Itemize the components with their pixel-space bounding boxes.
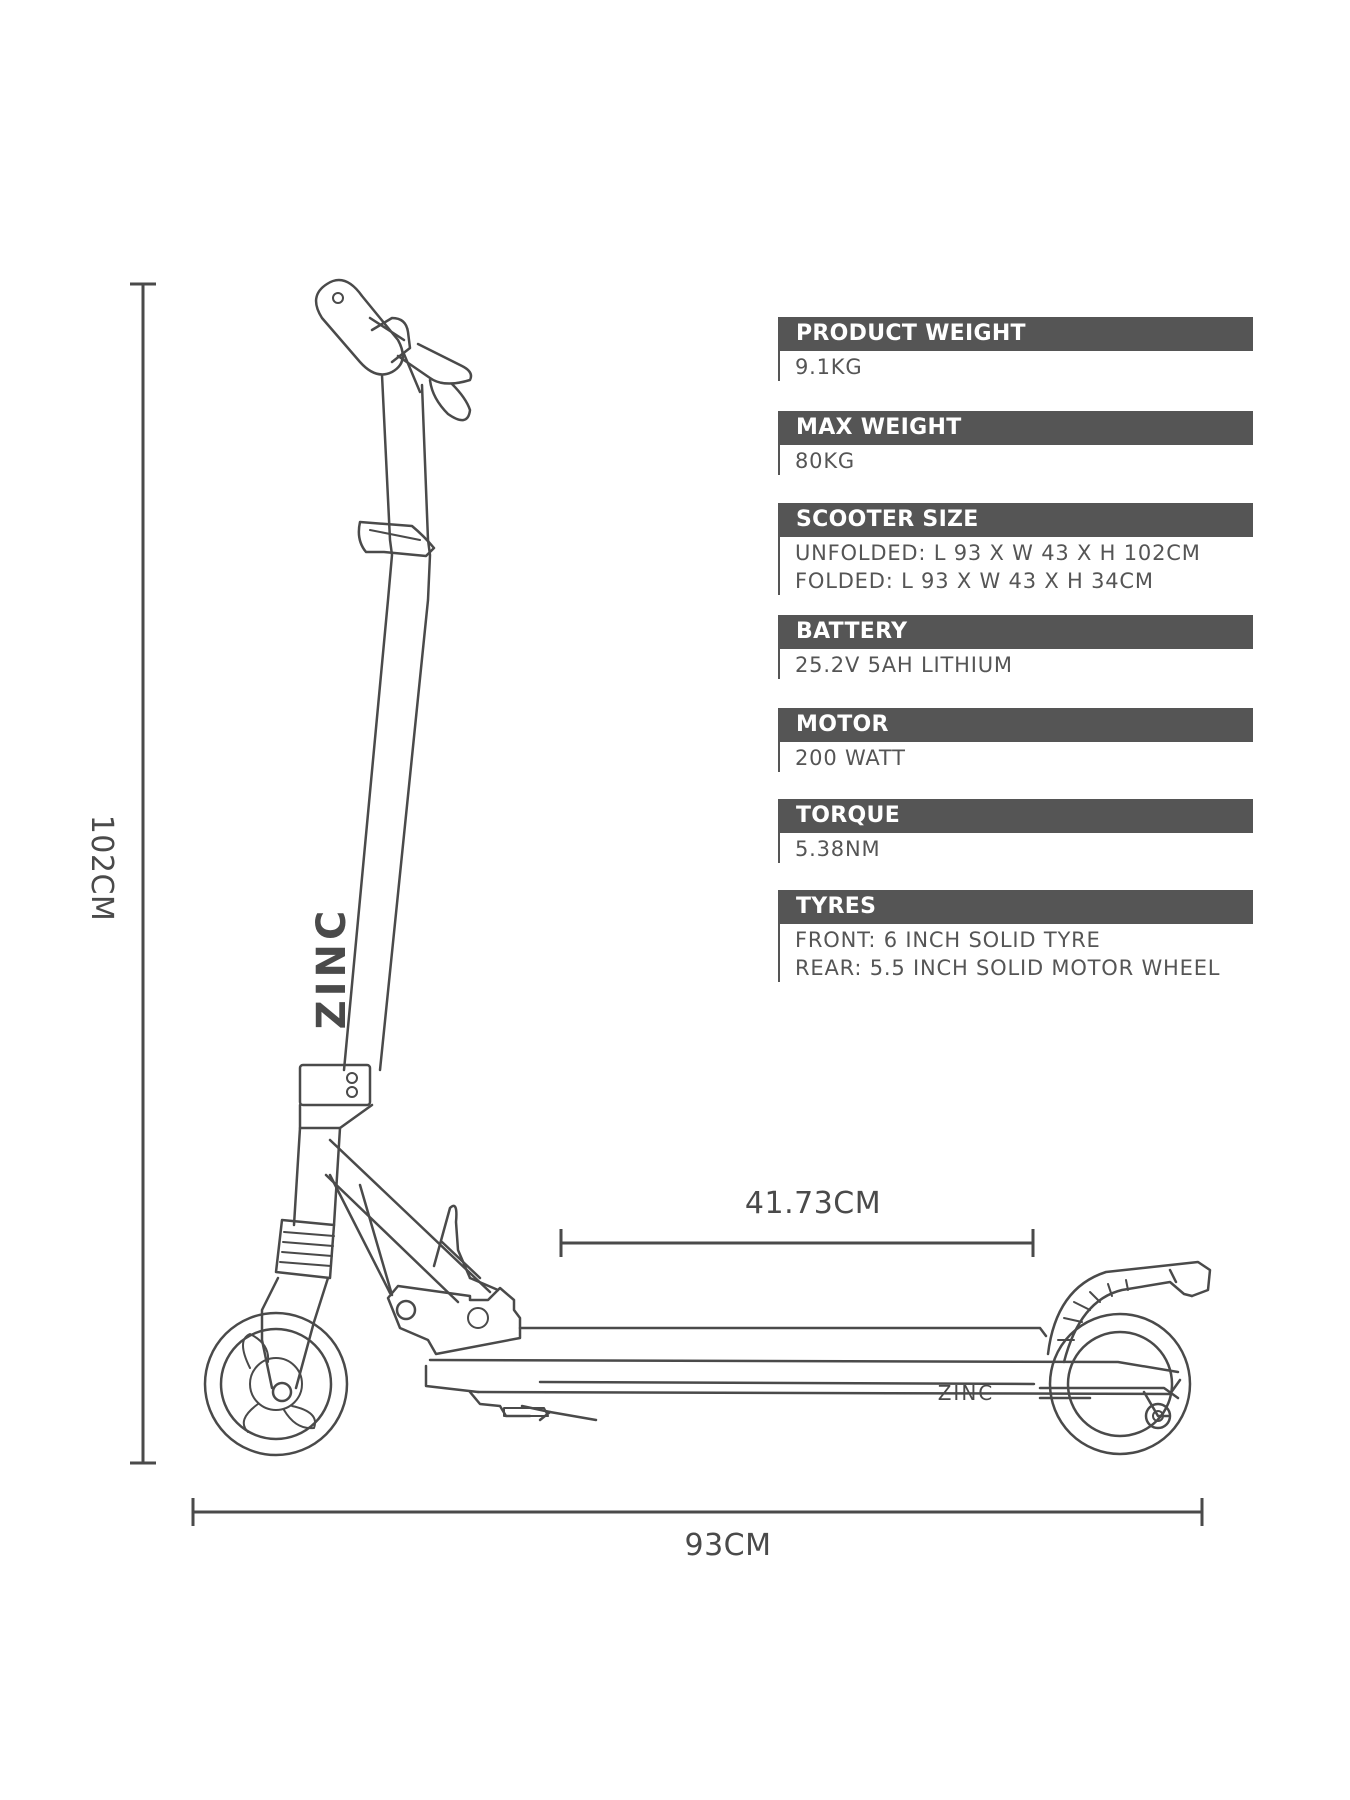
rear-wheel [1038,1312,1192,1456]
spec-title: TORQUE [778,799,1253,833]
spec-motor: MOTOR 200 WATT [778,708,1253,772]
spec-value: UNFOLDED: L 93 X W 43 X H 102CM FOLDED: … [778,537,1253,595]
spec-line: 5.38NM [795,837,881,861]
spec-title: BATTERY [778,615,1253,649]
spec-value: 200 WATT [778,742,1253,772]
spec-battery: BATTERY 25.2V 5AH LITHIUM [778,615,1253,679]
spec-line: FOLDED: L 93 X W 43 X H 34CM [795,569,1154,593]
handlebar-grip [314,278,412,376]
spec-tyres: TYRES FRONT: 6 INCH SOLID TYRE REAR: 5.5… [778,890,1253,982]
spec-value: FRONT: 6 INCH SOLID TYRE REAR: 5.5 INCH … [778,924,1253,982]
spec-line: REAR: 5.5 INCH SOLID MOTOR WHEEL [795,956,1221,980]
folding-mechanism [386,1204,522,1356]
spec-value: 25.2V 5AH LITHIUM [778,649,1253,679]
spec-line: 80KG [795,449,855,473]
deck-logo: ZINC [938,1381,995,1405]
spec-title: PRODUCT WEIGHT [778,317,1253,351]
deck-label: 41.73CM [745,1186,881,1221]
brake-lever [396,342,473,422]
spec-line: 200 WATT [795,746,906,770]
spec-title: SCOOTER SIZE [778,503,1253,537]
spec-title: MAX WEIGHT [778,411,1253,445]
spec-line: FRONT: 6 INCH SOLID TYRE [795,928,1101,952]
spec-title: TYRES [778,890,1253,924]
spec-product-weight: PRODUCT WEIGHT 9.1KG [778,317,1253,381]
spec-line: UNFOLDED: L 93 X W 43 X H 102CM [795,541,1201,565]
spec-value: 9.1KG [778,351,1253,381]
scooter-drawing: ZINC [203,278,1212,1457]
deck: ZINC [424,1326,1182,1422]
length-dimension: 93CM [191,1498,1204,1563]
spec-scooter-size: SCOOTER SIZE UNFOLDED: L 93 X W 43 X H 1… [778,503,1253,595]
front-wheel [203,1311,349,1457]
stem-tube: ZINC [309,373,436,1072]
front-fork [260,1126,342,1403]
spec-line: 25.2V 5AH LITHIUM [795,653,1013,677]
spec-line: 9.1KG [795,355,863,379]
spec-value: 80KG [778,445,1253,475]
height-label: 102CM [84,815,119,922]
spec-torque: TORQUE 5.38NM [778,799,1253,863]
deck-dimension: 41.73CM [559,1186,1035,1257]
spec-max-weight: MAX WEIGHT 80KG [778,411,1253,475]
folding-clamp [298,1063,374,1130]
spec-title: MOTOR [778,708,1253,742]
length-label: 93CM [684,1528,771,1563]
spec-value: 5.38NM [778,833,1253,863]
height-dimension: 102CM [84,282,156,1465]
stem-logo: ZINC [309,907,355,1030]
frame-neck [324,1138,492,1304]
rear-fender [1046,1260,1212,1364]
